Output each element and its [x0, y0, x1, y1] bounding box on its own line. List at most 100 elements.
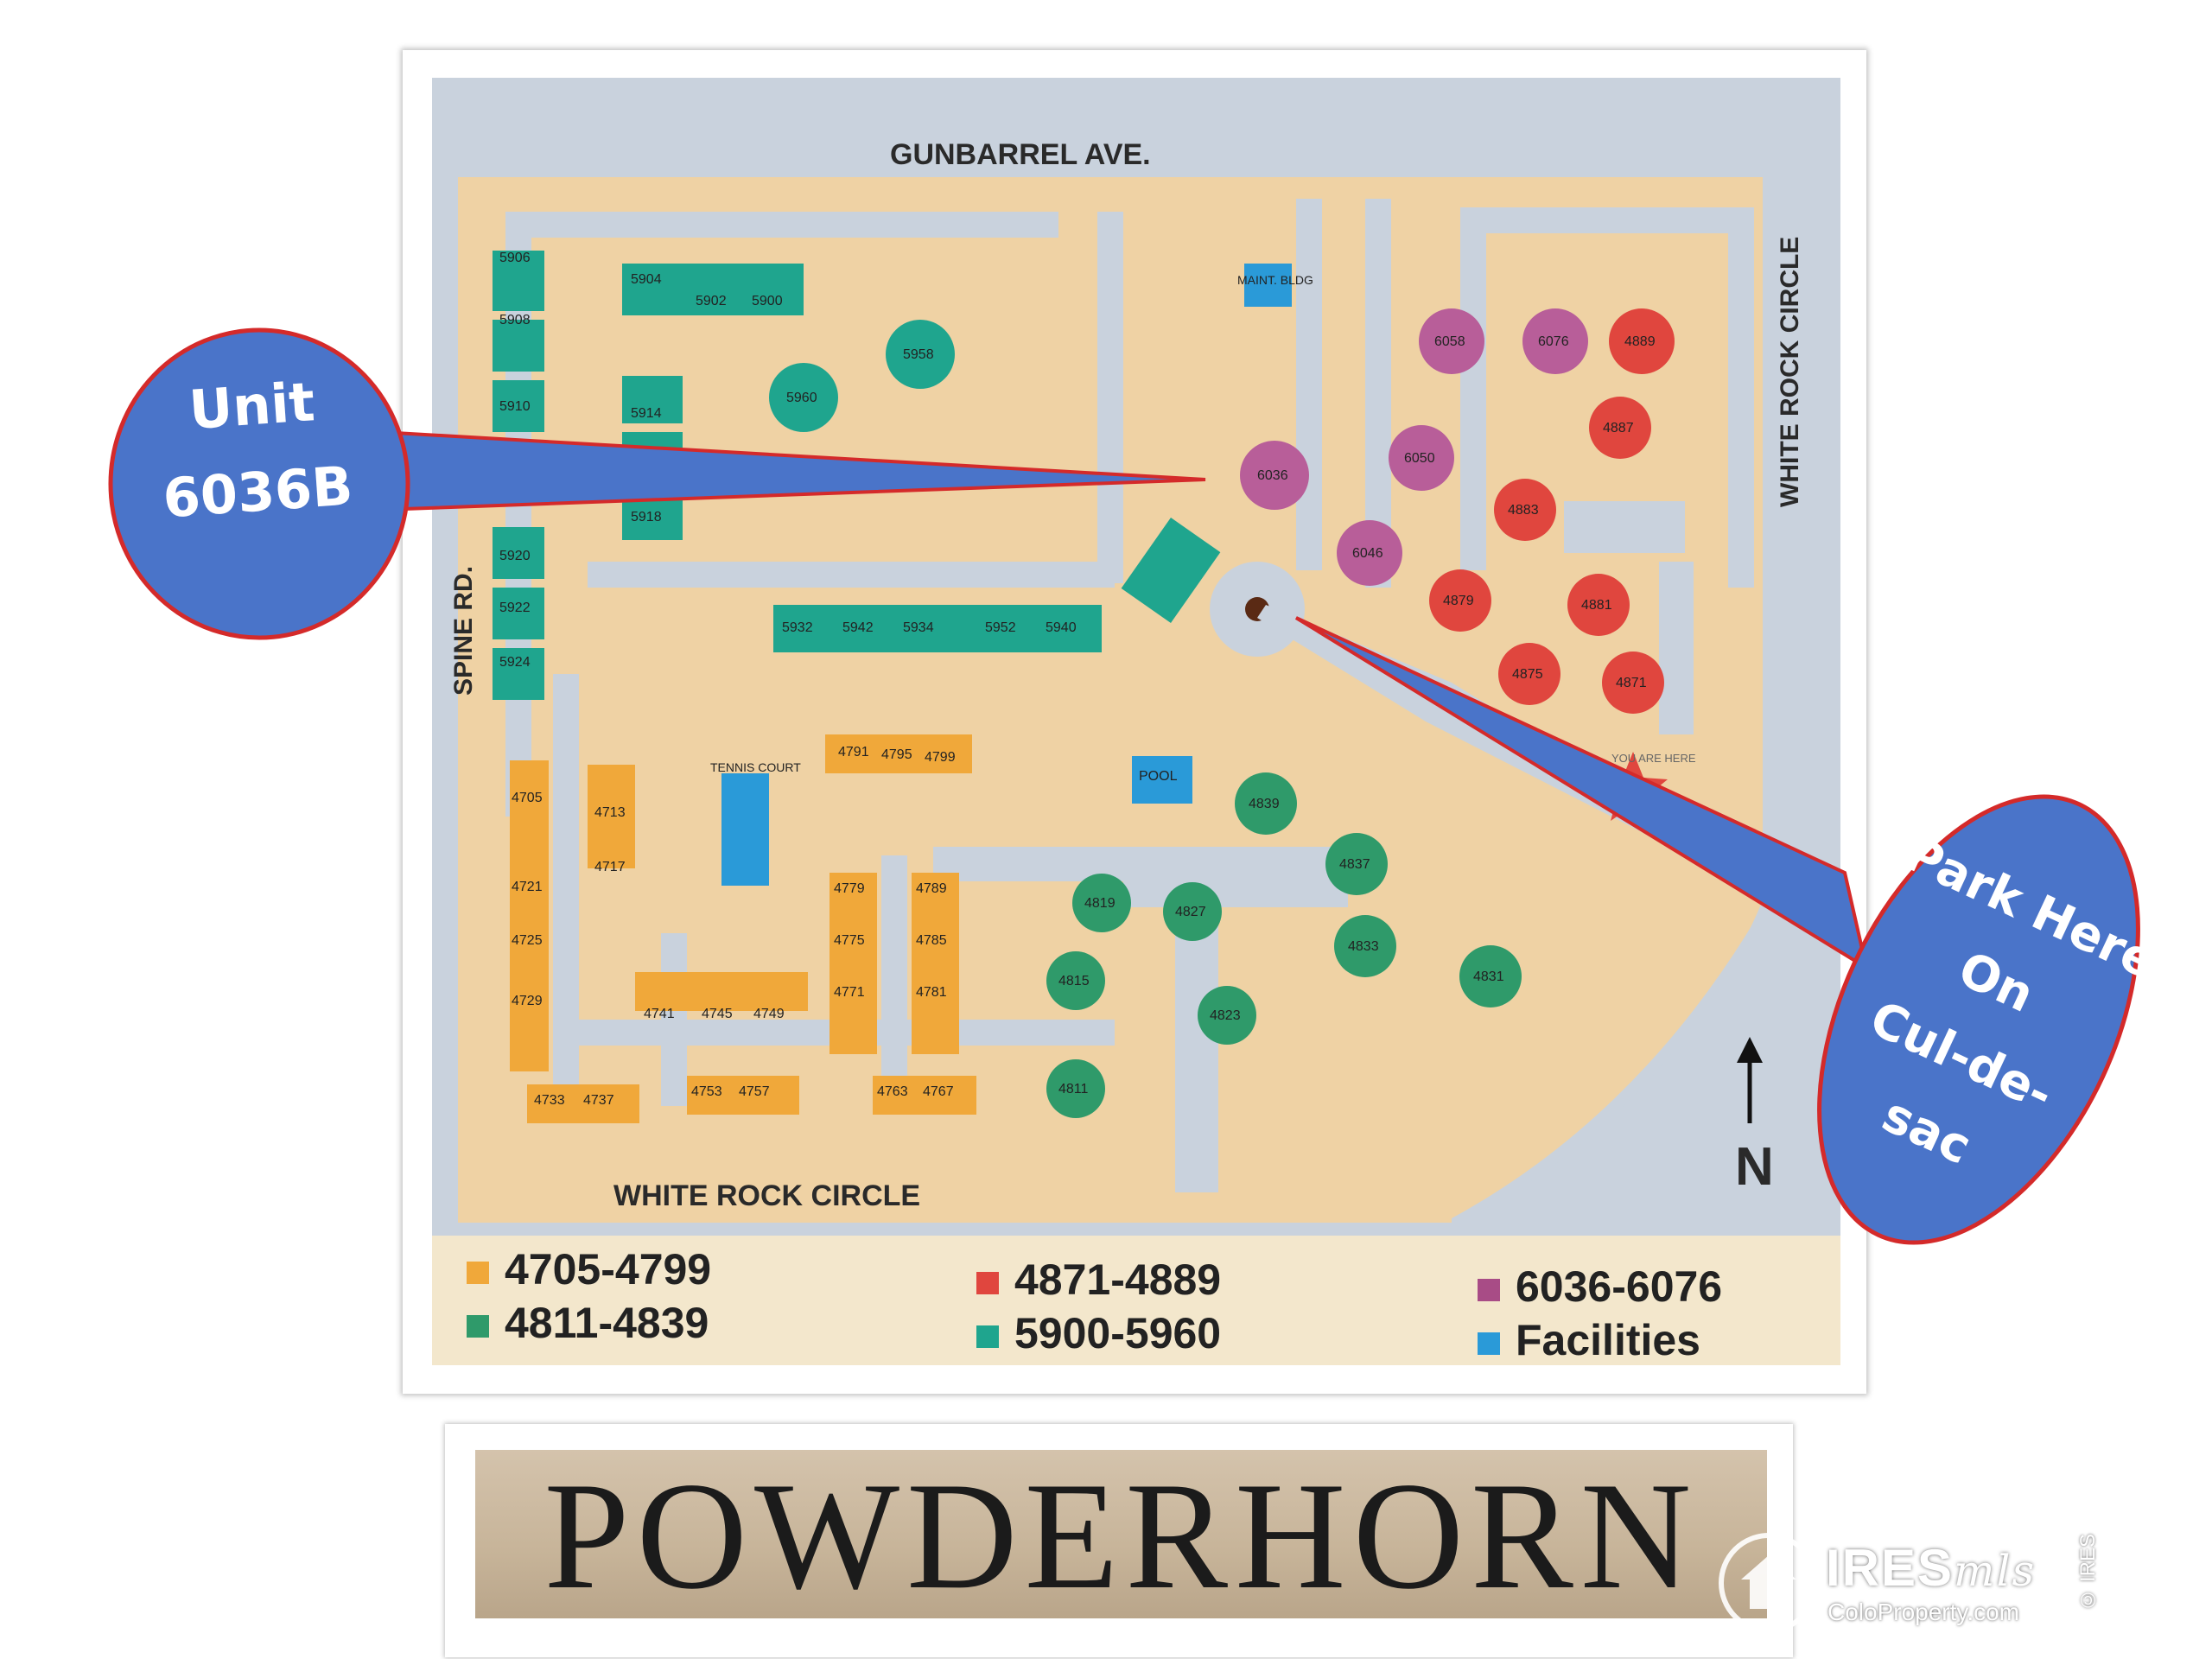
legend-item-5900: 5900-5960: [976, 1308, 1221, 1358]
unit-6046: 6046: [1352, 546, 1383, 561]
sign-text: POWDERHORN: [543, 1450, 1699, 1621]
unit-4815: 4815: [1058, 974, 1090, 988]
legend-item-facilities: Facilities: [1478, 1315, 1700, 1365]
unit-4889: 4889: [1624, 334, 1656, 349]
unit-4883: 4883: [1508, 503, 1539, 518]
tennis-court-label: TENNIS COURT: [710, 760, 801, 774]
legend-label: 6036-6076: [1516, 1262, 1723, 1311]
legend-label: Facilities: [1516, 1316, 1700, 1364]
unit-6076: 6076: [1538, 334, 1569, 349]
buildings-6036: [1240, 308, 1588, 586]
unit-4757: 4757: [739, 1084, 770, 1099]
unit-4785: 4785: [916, 933, 947, 948]
unit-callout-pointer: [378, 429, 1206, 512]
legend-item-4811: 4811-4839: [467, 1298, 709, 1348]
unit-4775: 4775: [834, 933, 865, 948]
ires-logo-icon: [1719, 1533, 1819, 1633]
powderhorn-sign: POWDERHORN: [445, 1424, 1793, 1657]
ires-script: mls: [1954, 1546, 2037, 1596]
ires-copyright: © IRES: [2076, 1534, 2100, 1611]
unit-6058: 6058: [1434, 334, 1465, 349]
legend-label: 5900-5960: [1014, 1309, 1222, 1357]
ires-title-text: IRES: [1826, 1539, 1955, 1597]
unit-5932: 5932: [782, 620, 813, 635]
pool: [1132, 756, 1192, 804]
unit-5902: 5902: [696, 294, 727, 308]
unit-4887: 4887: [1603, 421, 1634, 435]
unit-4789: 4789: [916, 881, 947, 896]
unit-5900: 5900: [752, 294, 783, 308]
unit-callout-text: Unit 6036B: [141, 356, 368, 543]
unit-5914: 5914: [631, 406, 662, 421]
unit-5952: 5952: [985, 620, 1016, 635]
north-arrow-head: [1737, 1037, 1763, 1063]
unit-4713: 4713: [594, 805, 626, 820]
legend-swatch: [1478, 1278, 1500, 1301]
unit-4741: 4741: [644, 1007, 675, 1021]
unit-4729: 4729: [512, 994, 543, 1008]
unit-4771: 4771: [834, 985, 865, 1000]
unit-5940: 5940: [1046, 620, 1077, 635]
unit-5918: 5918: [631, 510, 662, 524]
legend-swatch: [467, 1261, 489, 1284]
unit-6036: 6036: [1257, 468, 1288, 483]
unit-5934: 5934: [903, 620, 934, 635]
legend-label: 4705-4799: [505, 1245, 712, 1294]
unit-5958: 5958: [903, 347, 934, 362]
unit-4811: 4811: [1058, 1082, 1089, 1096]
unit-4705: 4705: [512, 791, 543, 805]
unit-4717: 4717: [594, 860, 626, 874]
unit-callout-bubble: [108, 327, 410, 640]
unit-4827: 4827: [1175, 905, 1206, 919]
buildings-4705: [510, 734, 976, 1123]
buildings-5900: [493, 251, 1221, 700]
legend-item-4871: 4871-4889: [976, 1255, 1221, 1305]
unit-4781: 4781: [916, 985, 947, 1000]
unit-4753: 4753: [691, 1084, 722, 1099]
unit-5906: 5906: [499, 251, 531, 265]
tennis-court: [721, 773, 769, 886]
legend-item-6036: 6036-6076: [1478, 1262, 1722, 1312]
unit-5920: 5920: [499, 549, 531, 563]
legend-swatch: [467, 1314, 489, 1338]
unit-5904: 5904: [631, 272, 662, 287]
unit-4823: 4823: [1210, 1008, 1241, 1023]
unit-4871: 4871: [1616, 676, 1647, 690]
pool-label: POOL: [1139, 769, 1178, 784]
map-legend: 4705-4799 4811-4839 4871-4889 5900-5960 …: [432, 1236, 1840, 1365]
unit-4839: 4839: [1249, 797, 1280, 811]
unit-4831: 4831: [1473, 969, 1504, 984]
ires-title: IRESmls: [1826, 1538, 2036, 1598]
unit-4799: 4799: [925, 750, 956, 765]
unit-4779: 4779: [834, 881, 865, 896]
ires-watermark: IRESmls ColoProperty.com © IRES: [1715, 1529, 2113, 1633]
park-callout-bubble: [1817, 794, 2140, 1245]
unit-5922: 5922: [499, 601, 531, 615]
unit-4881: 4881: [1581, 598, 1612, 613]
site-map-drawing: [458, 177, 1840, 1236]
unit-4819: 4819: [1084, 896, 1116, 911]
street-gunbarrel: GUNBARREL AVE.: [890, 138, 1151, 171]
buildings-4811: [1046, 772, 1522, 1118]
maint-bldg-label: MAINT. BLDG: [1237, 273, 1313, 287]
street-white-rock-south: WHITE ROCK CIRCLE: [613, 1179, 921, 1212]
legend-swatch: [976, 1325, 999, 1348]
unit-4875: 4875: [1512, 667, 1543, 682]
unit-6050: 6050: [1404, 451, 1435, 466]
ires-sub: ColoProperty.com: [1827, 1599, 2020, 1625]
unit-5960: 5960: [786, 391, 817, 405]
unit-4795: 4795: [881, 747, 912, 762]
sign-board: POWDERHORN: [475, 1450, 1767, 1618]
unit-5924: 5924: [499, 655, 531, 670]
legend-swatch: [1478, 1332, 1500, 1355]
unit-4763: 4763: [877, 1084, 908, 1099]
unit-5908: 5908: [499, 313, 531, 327]
unit-4737: 4737: [583, 1093, 614, 1108]
unit-4721: 4721: [512, 880, 543, 894]
compass-n: N: [1735, 1137, 1774, 1197]
unit-4749: 4749: [753, 1007, 785, 1021]
legend-item-4705: 4705-4799: [467, 1244, 711, 1294]
park-callout-pointer: [1294, 616, 1870, 972]
white-rock-road-curve: [1452, 855, 1840, 1236]
